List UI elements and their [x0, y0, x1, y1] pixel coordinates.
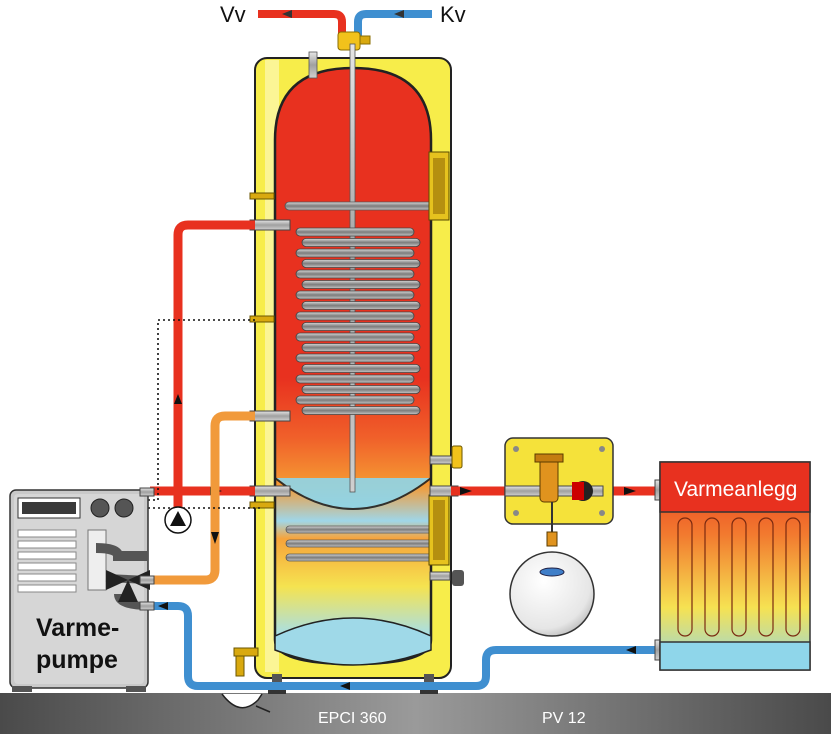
coil-turn — [301, 385, 421, 394]
heat-pump-label-line1: Varme- — [36, 614, 119, 642]
coil-turn — [295, 353, 415, 363]
expansion-vessel-icon — [509, 531, 595, 637]
floor — [0, 693, 831, 734]
radiator-fin — [758, 517, 774, 637]
coil-turn — [301, 238, 421, 247]
radiator-fin — [785, 517, 801, 637]
drain-valve-icon — [233, 647, 259, 677]
mixing-unit — [504, 437, 614, 542]
immersion-heater-top — [284, 151, 450, 221]
radiator — [654, 461, 811, 671]
heat-pump-supply-pipe — [173, 220, 255, 520]
cold-water-inlet-pipe — [354, 10, 432, 36]
coil-turn — [295, 248, 415, 258]
heat-pump-return-pipe — [150, 411, 255, 585]
hot-water-outlet-pipe — [258, 10, 346, 36]
coil-turn — [295, 269, 415, 279]
immersion-heater-bottom — [285, 494, 450, 566]
three-way-valve-icon — [106, 570, 150, 602]
coil-turn — [301, 343, 421, 352]
flow-arrow-icon — [340, 682, 350, 690]
heat-pump-label-line2: pumpe — [36, 646, 118, 674]
flow-arrow-icon — [626, 646, 636, 654]
flow-arrow-icon — [158, 602, 168, 610]
cold-water-label: Kv — [440, 2, 466, 27]
coil-turn — [301, 364, 421, 373]
dip-tube — [349, 43, 356, 493]
radiator-fin — [704, 517, 720, 637]
coil-turn — [295, 395, 415, 405]
circulation-pump-icon — [164, 506, 192, 534]
flow-arrow-icon — [211, 532, 219, 544]
coil-turn — [301, 259, 421, 268]
mixing-valve-icon — [539, 457, 559, 503]
coil-turn — [301, 322, 421, 331]
return-pipe — [150, 602, 655, 690]
coil-turn — [295, 374, 415, 384]
flow-arrow-icon — [282, 10, 292, 18]
radiator-fin — [731, 517, 747, 637]
flow-arrow-icon — [174, 394, 182, 404]
flow-arrow-icon — [460, 487, 472, 495]
coil-turn — [295, 332, 415, 342]
coil-turn — [295, 227, 415, 237]
tank-model-label: EPCI 360 — [318, 710, 387, 727]
pump-model-label: PV 12 — [542, 710, 586, 727]
coil-turn — [295, 311, 415, 321]
heating-system-label: Varmeanlegg — [674, 478, 797, 501]
coil-turn — [301, 280, 421, 289]
sensor-cable — [148, 319, 255, 501]
hot-water-label: Vv — [220, 2, 246, 27]
radiator-fins — [677, 517, 801, 637]
upper-heat-exchanger-coil — [295, 227, 421, 415]
coil-turn — [301, 406, 421, 415]
flow-arrow-icon — [624, 487, 636, 495]
flow-arrow-icon — [394, 10, 404, 18]
coil-turn — [301, 301, 421, 310]
radiator-fin — [677, 517, 693, 637]
coil-turn — [295, 290, 415, 300]
